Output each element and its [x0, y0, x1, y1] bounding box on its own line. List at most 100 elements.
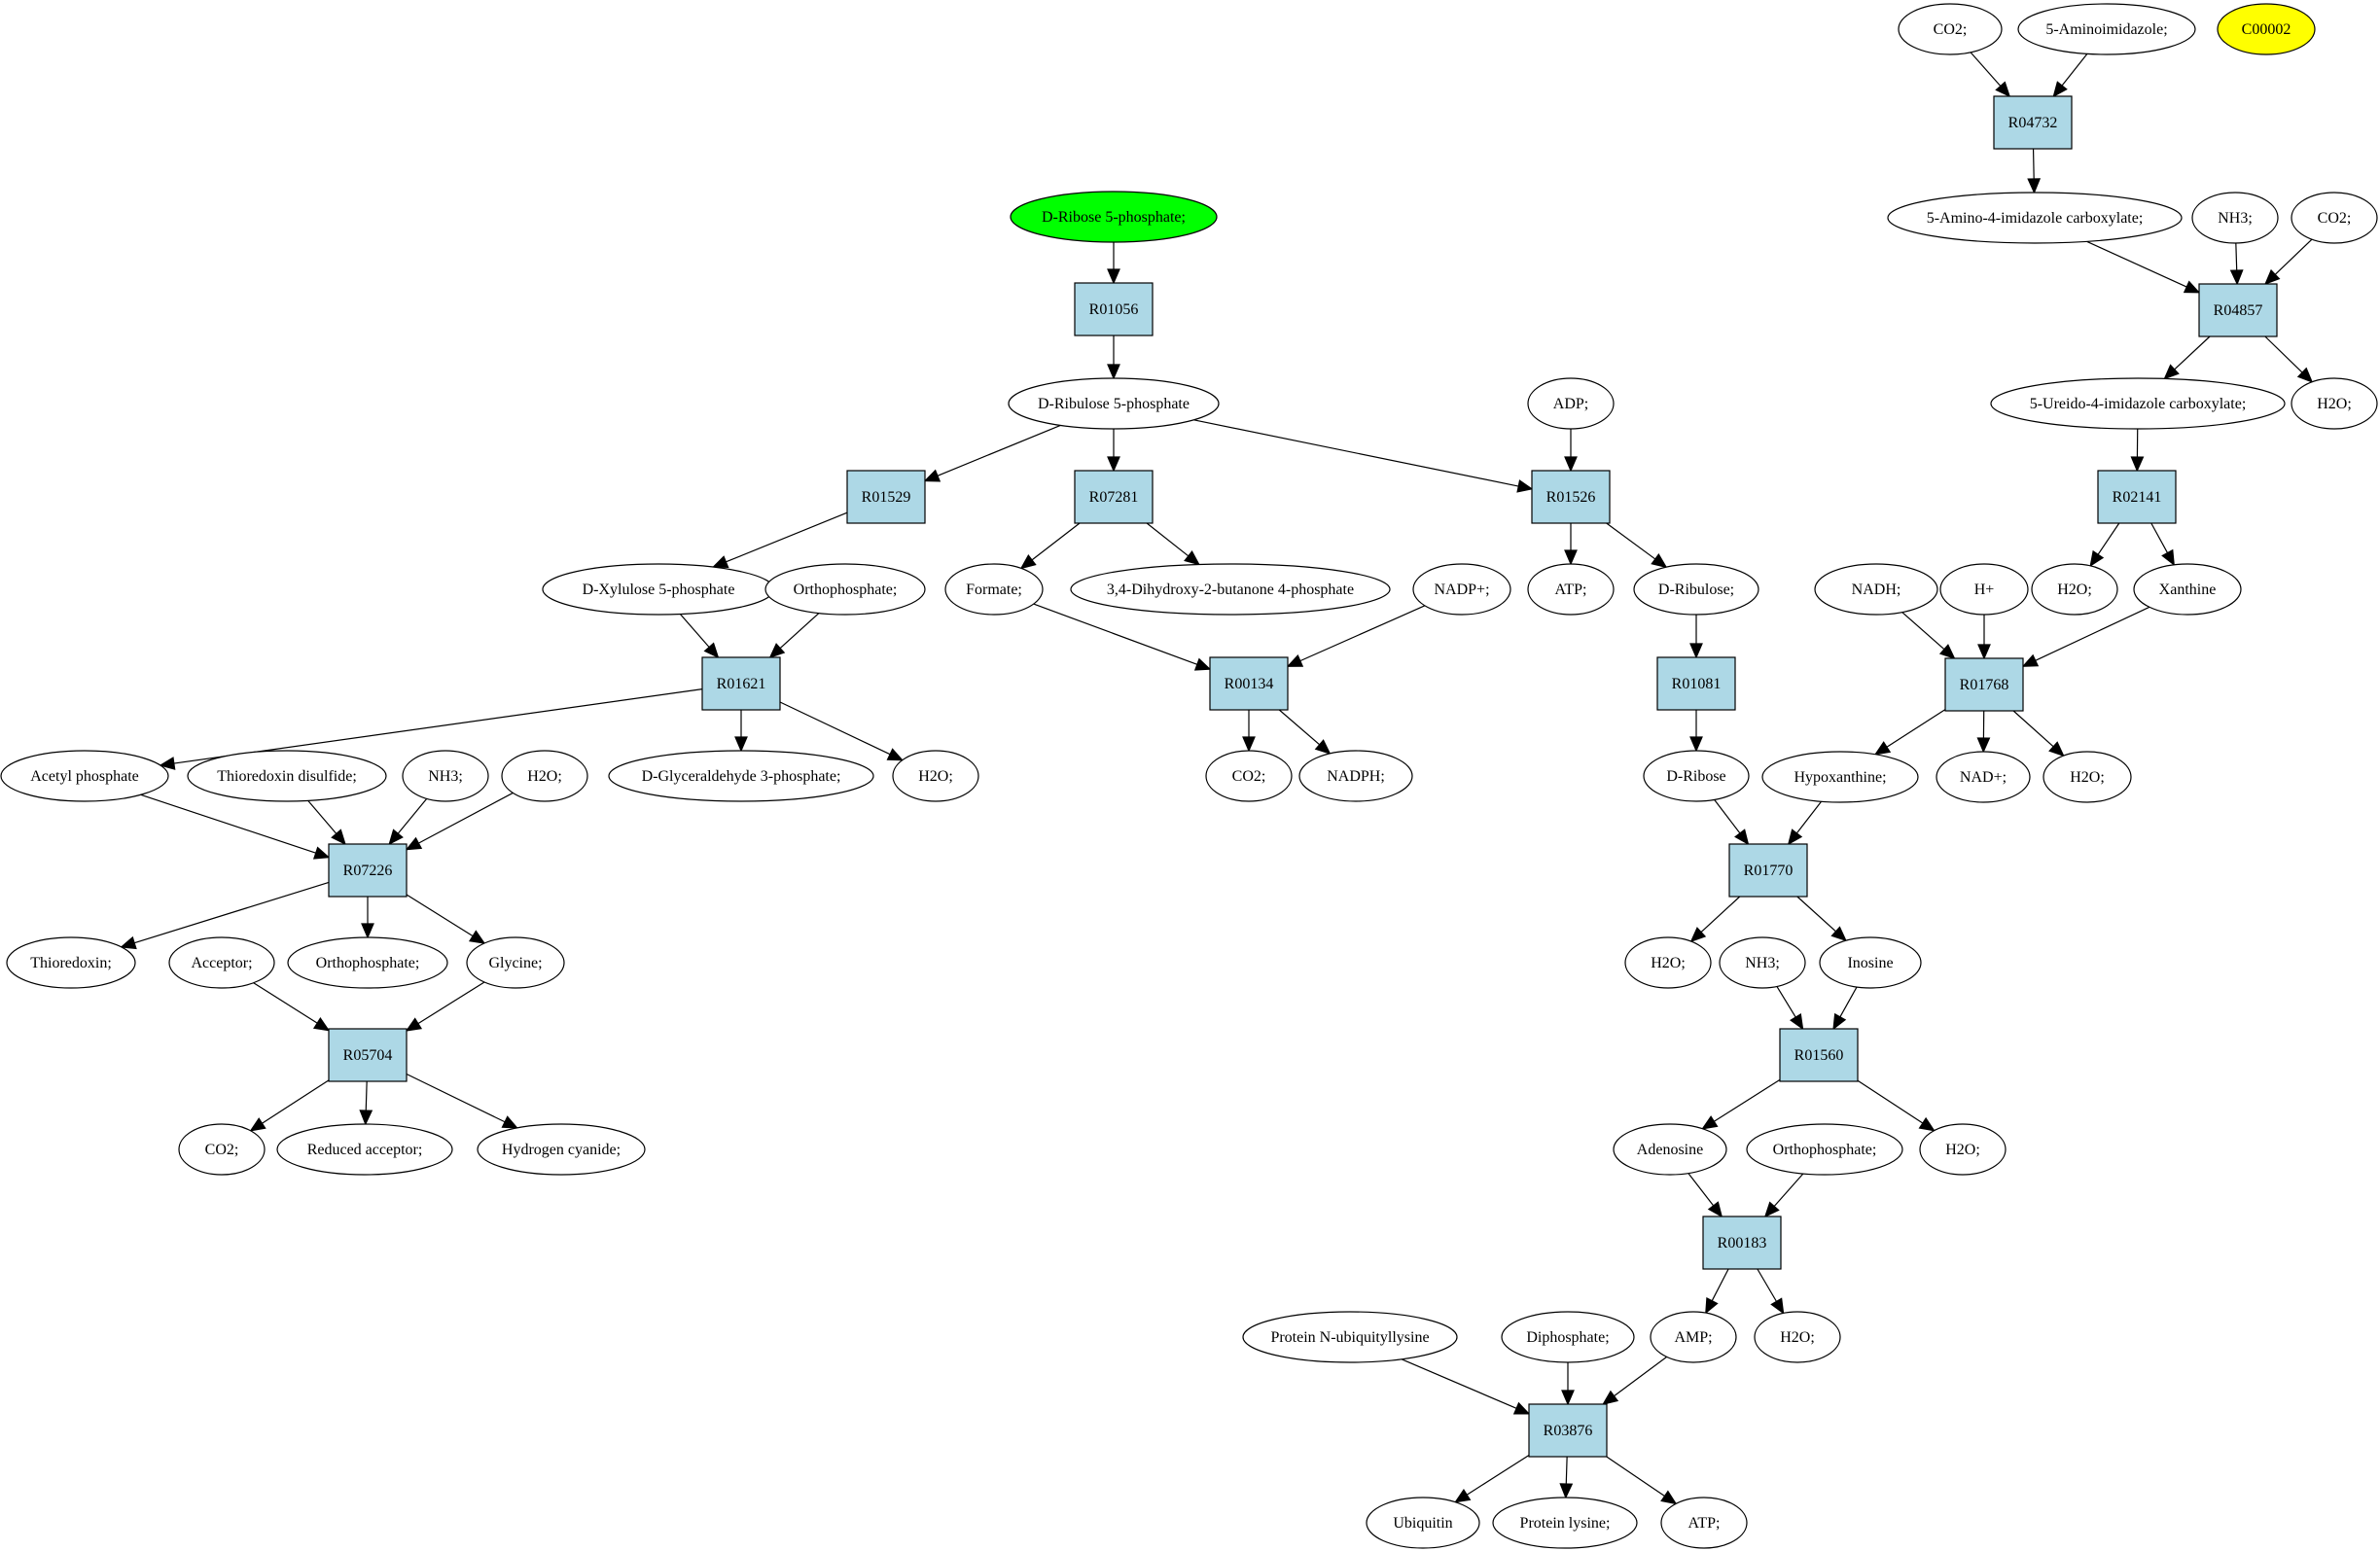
- reaction-node-r01056[interactable]: R01056: [1074, 282, 1154, 336]
- compound-node-5-ureido-4-imidazole-carboxylate[interactable]: 5-Ureido-4-imidazole carboxylate;: [1990, 377, 2286, 430]
- compound-node-nadh[interactable]: NADH;: [1814, 563, 1938, 616]
- compound-node-nadph[interactable]: NADPH;: [1298, 750, 1413, 802]
- node-label: H2O;: [918, 768, 953, 785]
- node-label: Orthophosphate;: [1773, 1142, 1877, 1158]
- node-label: Thioredoxin disulfide;: [217, 768, 357, 785]
- compound-node-orthophosphate[interactable]: Orthophosphate;: [287, 936, 448, 989]
- reaction-node-r04857[interactable]: R04857: [2198, 283, 2278, 337]
- reaction-box: [1074, 470, 1154, 524]
- compound-node-d-glyceraldehyde-3-phosphate[interactable]: D-Glyceraldehyde 3-phosphate;: [608, 750, 874, 802]
- reaction-node-r01770[interactable]: R01770: [1728, 843, 1808, 898]
- compound-ellipse: [2217, 3, 2316, 55]
- node-label: H2O;: [1651, 955, 1686, 971]
- node-label: R02141: [2113, 489, 2162, 506]
- arrowhead: [1830, 926, 1847, 942]
- compound-node-3-4-dihydroxy-2-butanone-4-phosphate[interactable]: 3,4-Dihydroxy-2-butanone 4-phosphate: [1070, 563, 1391, 616]
- compound-ellipse: [1660, 1497, 1748, 1549]
- reaction-node-r04732[interactable]: R04732: [1993, 95, 2073, 150]
- compound-node-co2[interactable]: CO2;: [178, 1123, 266, 1176]
- compound-node-atp[interactable]: ATP;: [1527, 563, 1615, 616]
- compound-node-c00002[interactable]: C00002: [2217, 3, 2316, 55]
- reaction-node-r02141[interactable]: R02141: [2097, 470, 2177, 524]
- compound-node-protein-lysine[interactable]: Protein lysine;: [1492, 1497, 1638, 1549]
- compound-node-adenosine[interactable]: Adenosine: [1613, 1123, 1727, 1176]
- compound-node-h[interactable]: H+: [1939, 563, 2029, 616]
- edge-orthophosphate-to-r00183: [1763, 1173, 1804, 1218]
- node-label: D-Ribose: [1666, 768, 1725, 785]
- compound-node-5-amino-4-imidazole-carboxylate[interactable]: 5-Amino-4-imidazole carboxylate;: [1887, 192, 2183, 244]
- compound-node-d-ribose-5-phosphate[interactable]: D-Ribose 5-phosphate;: [1010, 191, 1218, 243]
- compound-node-nh3[interactable]: NH3;: [1719, 936, 1806, 989]
- compound-node-h2o[interactable]: H2O;: [2043, 751, 2132, 803]
- compound-node-nadp[interactable]: NADP+;: [1412, 563, 1511, 616]
- compound-node-hydrogen-cyanide[interactable]: Hydrogen cyanide;: [477, 1123, 646, 1176]
- reaction-node-r01621[interactable]: R01621: [701, 656, 781, 711]
- compound-node-adp[interactable]: ADP;: [1527, 377, 1615, 430]
- compound-node-h2o[interactable]: H2O;: [1754, 1311, 1841, 1363]
- node-label: R01621: [717, 676, 766, 692]
- reaction-node-r01526[interactable]: R01526: [1531, 470, 1611, 524]
- compound-node-xanthine[interactable]: Xanthine: [2133, 563, 2242, 616]
- compound-node-d-ribose[interactable]: D-Ribose: [1643, 750, 1750, 802]
- compound-node-co2[interactable]: CO2;: [1898, 3, 2003, 55]
- compound-node-nh3[interactable]: NH3;: [2191, 192, 2279, 244]
- reaction-node-r01560[interactable]: R01560: [1779, 1028, 1859, 1082]
- compound-node-h2o[interactable]: H2O;: [1624, 936, 1712, 989]
- compound-node-h2o[interactable]: H2O;: [501, 750, 588, 802]
- compound-node-d-xylulose-5-phosphate[interactable]: D-Xylulose 5-phosphate: [542, 563, 775, 616]
- reaction-node-r01768[interactable]: R01768: [1944, 657, 2024, 712]
- compound-node-orthophosphate[interactable]: Orthophosphate;: [764, 563, 926, 616]
- reaction-node-r00183[interactable]: R00183: [1702, 1216, 1782, 1270]
- arrowhead: [1873, 741, 1892, 756]
- edge-5-amino-4-imidazole-carboxylate-to-r04857: [2086, 240, 2201, 294]
- compound-node-glycine[interactable]: Glycine;: [466, 936, 565, 989]
- compound-node-acetyl-phosphate[interactable]: Acetyl phosphate: [0, 750, 169, 802]
- compound-node-orthophosphate[interactable]: Orthophosphate;: [1746, 1123, 1903, 1176]
- compound-node-amp[interactable]: AMP;: [1650, 1311, 1737, 1363]
- compound-node-reduced-acceptor[interactable]: Reduced acceptor;: [276, 1123, 453, 1176]
- node-label: CO2;: [1934, 21, 1968, 38]
- node-label: R01770: [1744, 863, 1794, 879]
- reaction-node-r01529[interactable]: R01529: [846, 470, 926, 524]
- reaction-node-r07226[interactable]: R07226: [328, 843, 408, 898]
- compound-node-inosine[interactable]: Inosine: [1819, 936, 1922, 989]
- compound-node-co2[interactable]: CO2;: [1205, 750, 1293, 802]
- compound-ellipse: [764, 563, 926, 616]
- node-label: Inosine: [1847, 955, 1893, 971]
- arrowhead: [1705, 1296, 1719, 1315]
- compound-node-hypoxanthine[interactable]: Hypoxanthine;: [1761, 751, 1919, 803]
- compound-node-atp[interactable]: ATP;: [1660, 1497, 1748, 1549]
- compound-node-formate[interactable]: Formate;: [944, 563, 1044, 616]
- compound-node-h2o[interactable]: H2O;: [1919, 1123, 2007, 1176]
- compound-node-acceptor[interactable]: Acceptor;: [168, 936, 275, 989]
- compound-node-diphosphate[interactable]: Diphosphate;: [1501, 1311, 1635, 1363]
- compound-node-h2o[interactable]: H2O;: [2291, 377, 2378, 430]
- node-label: R03876: [1544, 1423, 1593, 1439]
- compound-node-thioredoxin[interactable]: Thioredoxin;: [6, 936, 136, 989]
- compound-node-d-ribulose[interactable]: D-Ribulose;: [1633, 563, 1759, 616]
- arrowhead: [1689, 643, 1703, 659]
- compound-node-thioredoxin-disulfide[interactable]: Thioredoxin disulfide;: [187, 750, 387, 802]
- reaction-node-r00134[interactable]: R00134: [1209, 656, 1289, 711]
- compound-node-d-ribulose-5-phosphate[interactable]: D-Ribulose 5-phosphate: [1008, 377, 1220, 430]
- reaction-box: [2198, 283, 2278, 337]
- reaction-node-r07281[interactable]: R07281: [1074, 470, 1154, 524]
- node-label: D-Ribulose 5-phosphate: [1038, 396, 1190, 412]
- compound-ellipse: [1624, 936, 1712, 989]
- arrowhead: [1977, 644, 1991, 660]
- compound-node-nad[interactable]: NAD+;: [1936, 751, 2031, 803]
- compound-node-5-aminoimidazole[interactable]: 5-Aminoimidazole;: [2017, 3, 2196, 55]
- reaction-box: [2097, 470, 2177, 524]
- compound-node-ubiquitin[interactable]: Ubiquitin: [1366, 1497, 1480, 1549]
- reaction-node-r03876[interactable]: R03876: [1528, 1403, 1608, 1458]
- compound-node-co2[interactable]: CO2;: [2291, 192, 2378, 244]
- compound-node-h2o[interactable]: H2O;: [892, 750, 979, 802]
- compound-node-protein-n-ubiquityllysine[interactable]: Protein N-ubiquityllysine: [1242, 1311, 1458, 1363]
- compound-node-h2o[interactable]: H2O;: [2031, 563, 2118, 616]
- compound-node-nh3[interactable]: NH3;: [402, 750, 489, 802]
- edge-r07281-to-3-4-dihydroxy-2-butanone-4-phosphate: [1146, 522, 1200, 566]
- reaction-node-r05704[interactable]: R05704: [328, 1028, 408, 1082]
- reaction-node-r01081[interactable]: R01081: [1656, 656, 1736, 711]
- arrowhead: [468, 930, 486, 944]
- arrowhead: [1689, 736, 1703, 753]
